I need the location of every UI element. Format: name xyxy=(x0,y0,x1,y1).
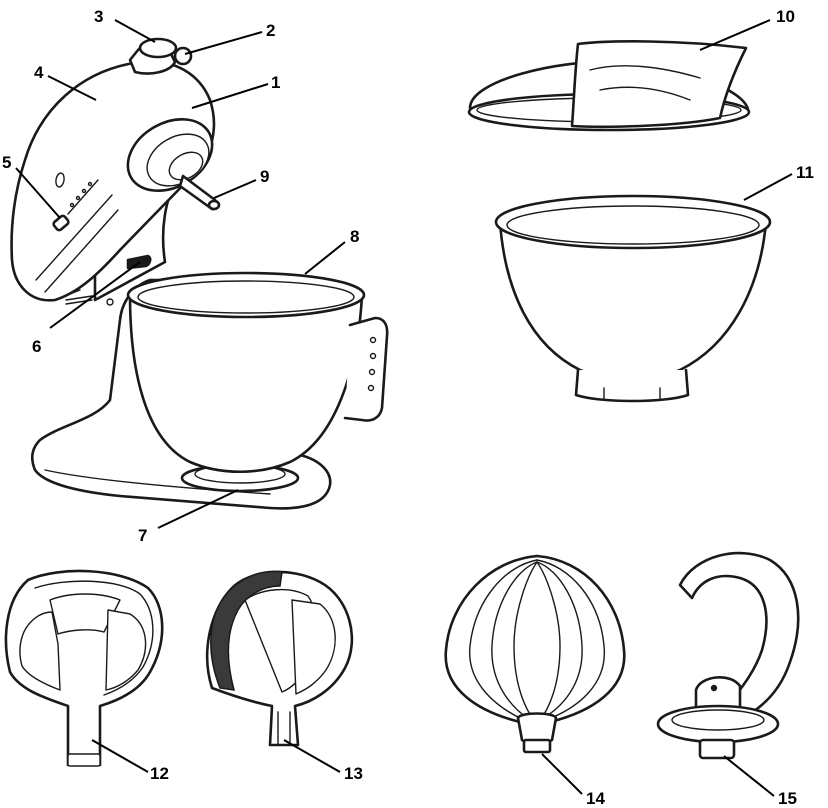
handle-grip-dots xyxy=(367,336,377,392)
leader-lines xyxy=(15,19,793,797)
pouring-chute xyxy=(570,40,748,129)
scraper-edge xyxy=(210,570,283,691)
callout-9: 9 xyxy=(260,167,269,186)
callout-8: 8 xyxy=(350,227,359,246)
callout-labels: 1 2 3 4 5 6 7 8 9 10 11 12 13 14 15 xyxy=(2,7,814,808)
callout-4: 4 xyxy=(34,63,44,82)
bowl-foot xyxy=(574,368,690,403)
wire-whip xyxy=(444,554,626,754)
callout-7: 7 xyxy=(138,526,147,545)
callout-1: 1 xyxy=(271,73,280,92)
callout-12: 12 xyxy=(150,764,169,783)
callout-3: 3 xyxy=(94,7,103,26)
pouring-shield xyxy=(467,40,751,132)
callout-10: 10 xyxy=(776,7,795,26)
flat-beater xyxy=(205,570,354,747)
hub-screw-knob[interactable] xyxy=(173,46,193,66)
head-screw xyxy=(55,172,65,188)
flex-edge-beater xyxy=(4,569,164,767)
callout-15: 15 xyxy=(778,789,797,808)
dough-hook xyxy=(656,551,800,760)
spare-bowl xyxy=(494,194,772,403)
bowl-handle[interactable] xyxy=(343,316,389,422)
callout-14: 14 xyxy=(586,789,605,808)
callout-2: 2 xyxy=(266,21,275,40)
speed-control[interactable] xyxy=(52,179,99,232)
stand-mixer xyxy=(10,37,389,510)
callout-6: 6 xyxy=(32,337,41,356)
callout-5: 5 xyxy=(2,153,11,172)
callout-13: 13 xyxy=(344,764,363,783)
callout-11: 11 xyxy=(796,163,814,182)
